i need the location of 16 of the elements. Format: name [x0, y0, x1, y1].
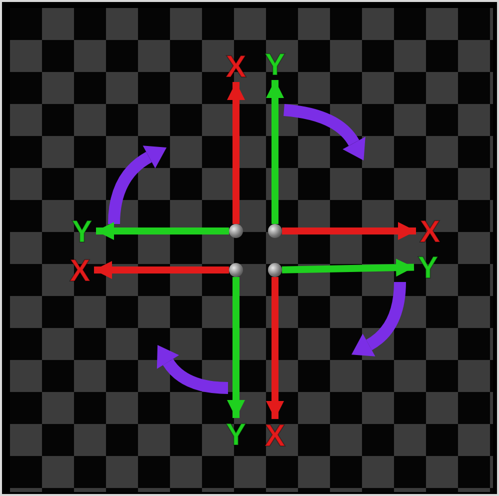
axis-arrow [266, 80, 284, 224]
axis-label: X [222, 50, 250, 82]
axis-arrow [227, 82, 245, 224]
axis-arrow [266, 277, 284, 419]
axis-label: Y [68, 215, 96, 247]
axis-label: Y [222, 418, 250, 450]
axis-label: Y [261, 48, 289, 80]
axis-label: X [261, 419, 289, 451]
axis-label: Y [414, 251, 442, 283]
axis-arrow [96, 222, 229, 240]
axis-arrow [94, 261, 229, 279]
axis-arrow [227, 277, 245, 418]
axis-label: X [416, 215, 444, 247]
axis-arrow [282, 258, 414, 277]
axis-label: X [66, 254, 94, 286]
axis-arrow [282, 222, 416, 240]
